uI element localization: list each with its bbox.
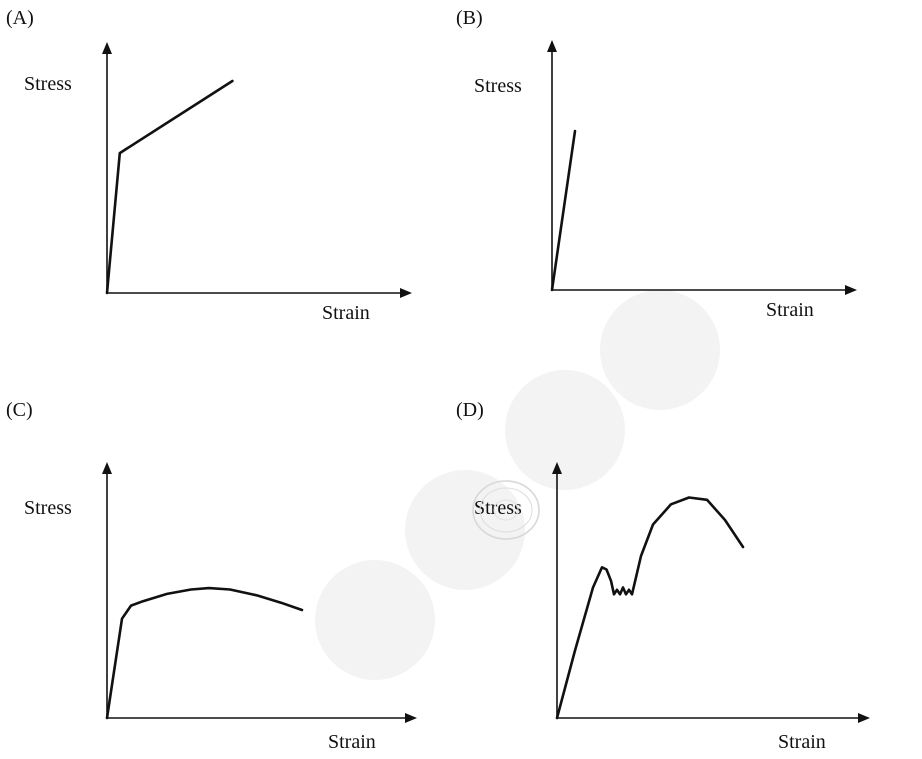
x-axis-arrow <box>405 713 417 723</box>
chart-panel-d: (D) Stress Strain <box>450 392 890 752</box>
y-axis-arrow <box>547 40 557 52</box>
plot-area <box>102 42 412 298</box>
y-axis-label: Stress <box>474 497 522 519</box>
panel-label: (A) <box>6 7 34 29</box>
stress-strain-curve <box>550 129 577 292</box>
x-axis-arrow <box>858 713 870 723</box>
chart-panel-b: (B) Stress Strain <box>450 0 890 360</box>
plot-area <box>547 40 857 295</box>
panel-label: (C) <box>6 399 33 421</box>
x-axis-label: Strain <box>766 299 814 321</box>
chart-panel-a: (A) Stress Strain <box>0 0 440 360</box>
x-axis-arrow <box>845 285 857 295</box>
x-axis-arrow <box>400 288 412 298</box>
x-axis-label: Strain <box>328 731 376 753</box>
plot-area <box>102 462 417 723</box>
y-axis-label: Stress <box>24 73 72 95</box>
y-axis-arrow <box>552 462 562 474</box>
panel-label: (B) <box>456 7 483 29</box>
y-axis-label: Stress <box>24 497 72 519</box>
stress-strain-curve <box>105 586 304 720</box>
stress-strain-curve <box>105 79 234 295</box>
x-axis-label: Strain <box>322 302 370 324</box>
plot-area <box>552 462 870 723</box>
seal-watermark <box>472 480 540 540</box>
chart-panel-c: (C) Stress Strain <box>0 392 440 752</box>
y-axis-arrow <box>102 42 112 54</box>
stress-strain-curve <box>555 496 745 720</box>
panel-label: (D) <box>456 399 484 421</box>
y-axis-arrow <box>102 462 112 474</box>
x-axis-label: Strain <box>778 731 826 753</box>
y-axis-label: Stress <box>474 75 522 97</box>
